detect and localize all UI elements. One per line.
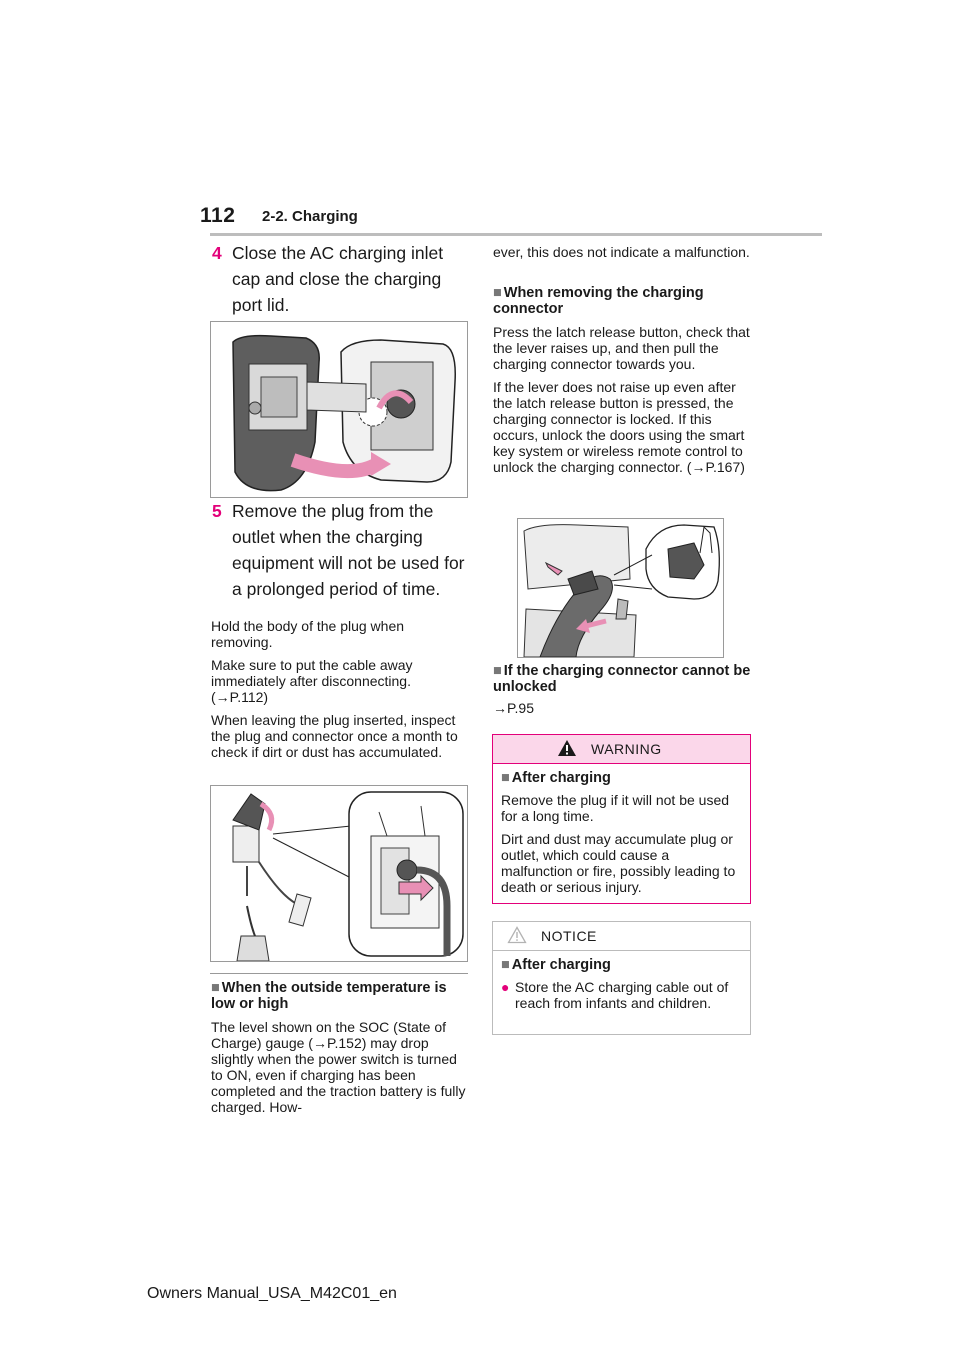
header-rule xyxy=(210,233,822,236)
subheading-removing: ■When removing the charging connector xyxy=(493,285,751,317)
notice-heading: ■After charging xyxy=(501,957,742,973)
step-text: Remove the plug from the outlet when the… xyxy=(232,501,465,599)
warning-header: WARNING xyxy=(493,735,750,764)
subheading-text: When the outside temperature is low or h… xyxy=(211,980,447,1012)
paragraph: Press the latch release button, check th… xyxy=(493,324,750,372)
notice-item: ● Store the AC charging cable out of rea… xyxy=(501,979,742,1011)
step-text: Close the AC charging inlet cap and clos… xyxy=(232,243,444,315)
page-number: 112 xyxy=(200,204,236,227)
subheading-cannot-unlock: ■If the charging connector cannot be unl… xyxy=(493,663,751,695)
warning-paragraph: Dirt and dust may accumulate plug or out… xyxy=(501,831,736,895)
notice-header: NOTICE xyxy=(493,922,750,951)
subheading-text: When removing the charging connector xyxy=(493,285,704,317)
square-bullet-icon: ■ xyxy=(501,957,510,973)
temperature-body: The level shown on the SOC (State of Cha… xyxy=(211,1019,466,1115)
subheading-text: If the charging connector cannot be unlo… xyxy=(493,663,751,695)
warning-triangle-icon xyxy=(558,740,576,756)
figure-connector-release xyxy=(517,518,724,658)
notice-item-text: Store the AC charging cable out of reach… xyxy=(515,979,729,1011)
step-5: 5 Remove the plug from the outlet when t… xyxy=(212,498,472,602)
warning-title: WARNING xyxy=(591,741,662,757)
cannot-unlock-ref: →P.95 xyxy=(493,700,534,716)
square-bullet-icon: ■ xyxy=(493,663,502,679)
continued-text: ever, this does not indicate a malfuncti… xyxy=(493,244,750,260)
paragraph: If the lever does not raise up even afte… xyxy=(493,379,745,475)
square-bullet-icon: ■ xyxy=(211,980,220,996)
step-number: 4 xyxy=(212,243,222,263)
figure-plug-inspection xyxy=(210,785,468,962)
warning-paragraph: Remove the plug if it will not be used f… xyxy=(501,792,730,824)
notice-title: NOTICE xyxy=(541,928,597,944)
notice-box: NOTICE ■After charging ● Store the AC ch… xyxy=(492,921,751,1035)
warning-box: WARNING ■After charging Remove the plug … xyxy=(492,734,751,904)
step5-notes: Hold the body of the plug when removing.… xyxy=(211,618,467,767)
removing-body: Press the latch release button, check th… xyxy=(493,324,751,482)
square-bullet-icon: ■ xyxy=(501,770,510,786)
paragraph: When leaving the plug inserted, inspect … xyxy=(211,712,458,760)
paragraph: Make sure to put the cable away immediat… xyxy=(211,657,413,705)
circle-bullet-icon: ● xyxy=(501,979,510,995)
step-4: 4 Close the AC charging inlet cap and cl… xyxy=(212,240,472,318)
figure-charging-port-lid xyxy=(210,321,468,498)
paragraph: Hold the body of the plug when removing. xyxy=(211,618,405,650)
subheading-temperature: ■When the outside temperature is low or … xyxy=(211,980,469,1012)
notice-heading-text: After charging xyxy=(511,957,611,973)
step-number: 5 xyxy=(212,501,222,521)
warning-heading-text: After charging xyxy=(511,770,611,786)
footer-manual-id: Owners Manual_USA_M42C01_en xyxy=(147,1285,397,1302)
square-bullet-icon: ■ xyxy=(493,285,502,301)
section-divider xyxy=(210,973,468,974)
section-title: 2-2. Charging xyxy=(262,208,358,225)
caution-triangle-icon xyxy=(507,926,527,944)
warning-heading: ■After charging xyxy=(501,770,742,786)
